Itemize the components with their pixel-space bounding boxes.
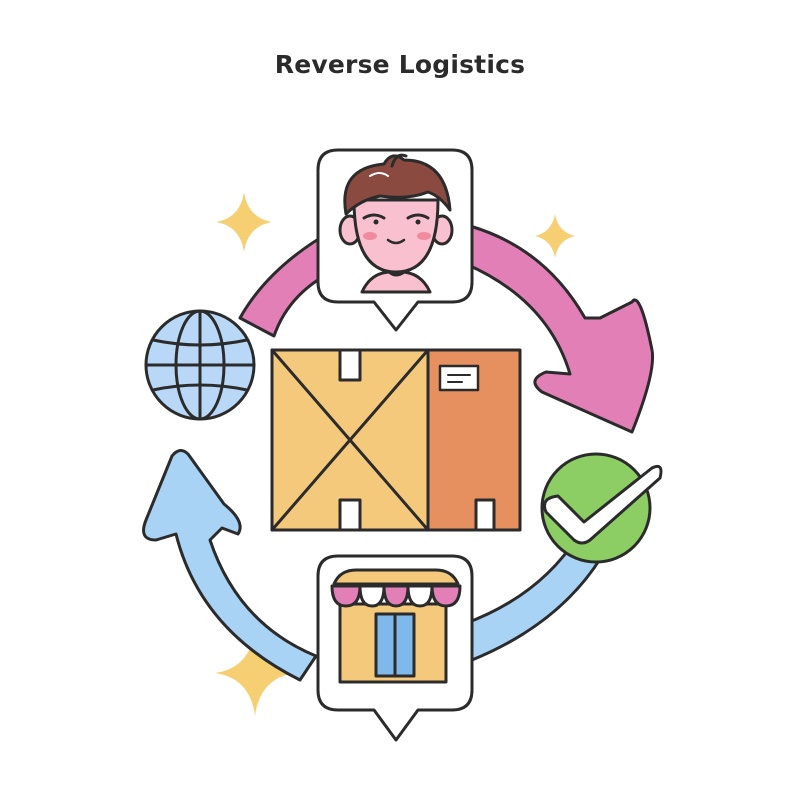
sparkle-icon: [535, 214, 575, 258]
pink-arrow-right: [464, 224, 655, 434]
sparkle-icon: [216, 192, 272, 252]
sparkle-icon: [215, 630, 295, 716]
customer-icon: [338, 153, 454, 294]
diagram-title: Reverse Logistics: [274, 50, 526, 79]
package-box-icon: [270, 348, 522, 532]
check-icon: [540, 452, 663, 564]
blue-arrow-left: [142, 449, 318, 682]
globe-icon: [144, 309, 256, 421]
store-icon: [330, 568, 462, 684]
